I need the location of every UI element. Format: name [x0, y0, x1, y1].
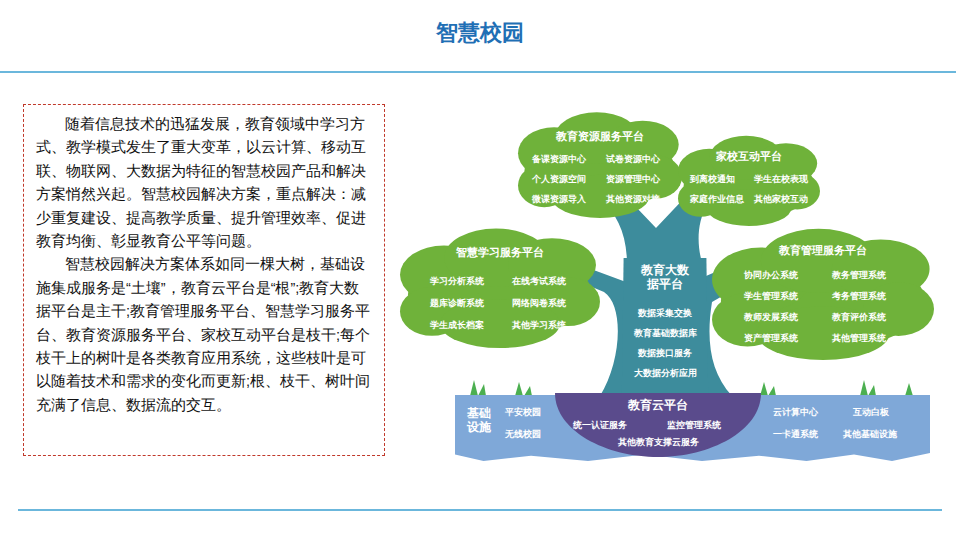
system-item: 无线校园	[505, 429, 565, 439]
system-item: 一卡通系统	[773, 429, 843, 439]
system-item: 教务管理系统	[832, 270, 918, 280]
platform-heading: 智慧学习服务平台	[400, 246, 600, 259]
platform-cloud: 教育管理服务平台协同办公系统教务管理系统学生管理系统考务管理系统教师发展系统教育…	[712, 226, 934, 360]
system-item: 统一认证服务	[573, 420, 657, 430]
system-item: 网络阅卷系统	[512, 298, 592, 308]
platform-cloud: 教育资源服务平台备课资源中心试卷资源中心个人资源空间资源管理中心微课资源导入其他…	[518, 110, 682, 218]
system-item: 资产管理系统	[744, 333, 830, 343]
system-item: 其他管理系统	[832, 333, 918, 343]
system-item: 其他资源对接	[606, 194, 674, 204]
platform-heading: 基础设施	[467, 407, 495, 435]
system-item: 家庭作业信息	[690, 194, 752, 204]
platform-heading: 教育资源服务平台	[518, 130, 682, 143]
system-item: 试卷资源中心	[606, 154, 674, 164]
system-item: 教育评价系统	[832, 312, 918, 322]
page-title: 智慧校园	[0, 18, 960, 48]
system-item: 数据采集交换	[620, 308, 710, 318]
intro-text-box: 随着信息技术的迅猛发展，教育领域中学习方式、教学模式发生了重大变革，以云计算、移…	[23, 104, 385, 456]
system-item: 数据接口服务	[620, 348, 710, 358]
trunk-platform: 教育大数据平台数据采集交换教育基础数据库数据接口服务大数据分析应用	[620, 258, 710, 395]
system-item: 教育基础数据库	[620, 328, 710, 338]
cloud-platform-root: 教育云平台统一认证服务监控管理系统其他教育支撑云服务	[555, 393, 761, 457]
system-item: 备课资源中心	[532, 154, 600, 164]
paragraph: 智慧校园解决方案体系如同一棵大树，基础设施集成服务是“土壤”，教育云平台是“根”…	[36, 253, 372, 417]
system-item: 平安校园	[505, 407, 565, 417]
platform-heading: 教育云平台	[555, 399, 761, 413]
system-item: 学习分析系统	[430, 276, 510, 286]
platform-cloud: 家校互动平台到离校通知学生在校表现家庭作业信息其他家校互动	[678, 134, 820, 226]
system-item: 考务管理系统	[832, 291, 918, 301]
system-item: 云计算中心	[773, 407, 843, 417]
paragraph: 随着信息技术的迅猛发展，教育领域中学习方式、教学模式发生了重大变革，以云计算、移…	[36, 113, 372, 253]
system-item: 个人资源空间	[532, 174, 600, 184]
system-item: 其他家校互动	[754, 194, 816, 204]
system-item: 微课资源导入	[532, 194, 600, 204]
system-item: 题库诊断系统	[430, 298, 510, 308]
system-item: 其他基础设施	[843, 429, 927, 439]
system-item: 资源管理中心	[606, 174, 674, 184]
system-item: 其他学习系统	[512, 320, 592, 330]
system-item: 在线考试系统	[512, 276, 592, 286]
system-item: 其他教育支撑云服务	[555, 437, 761, 447]
platform-cloud: 智慧学习服务平台学习分析系统在线考试系统题库诊断系统网络阅卷系统学生成长档案其他…	[400, 226, 600, 348]
system-item: 协同办公系统	[744, 270, 830, 280]
platform-heading: 家校互动平台	[678, 150, 820, 163]
system-item: 监控管理系统	[667, 420, 751, 430]
system-item: 互动白板	[853, 407, 923, 417]
system-item: 学生成长档案	[430, 320, 510, 330]
system-item: 学生在校表现	[754, 174, 816, 184]
system-item: 到离校通知	[690, 174, 752, 184]
platform-heading: 教育管理服务平台	[712, 244, 934, 257]
footer-rule	[18, 509, 942, 511]
system-item: 大数据分析应用	[620, 368, 710, 378]
infrastructure-ground: 基础设施平安校园无线校园 云计算中心互动白板一卡通系统其他基础设施 教育云平台统一认…	[455, 395, 930, 461]
platform-heading: 教育大数据平台	[637, 264, 693, 292]
system-item: 学生管理系统	[744, 291, 830, 301]
title-rule	[0, 71, 956, 73]
system-item: 教师发展系统	[744, 312, 830, 322]
